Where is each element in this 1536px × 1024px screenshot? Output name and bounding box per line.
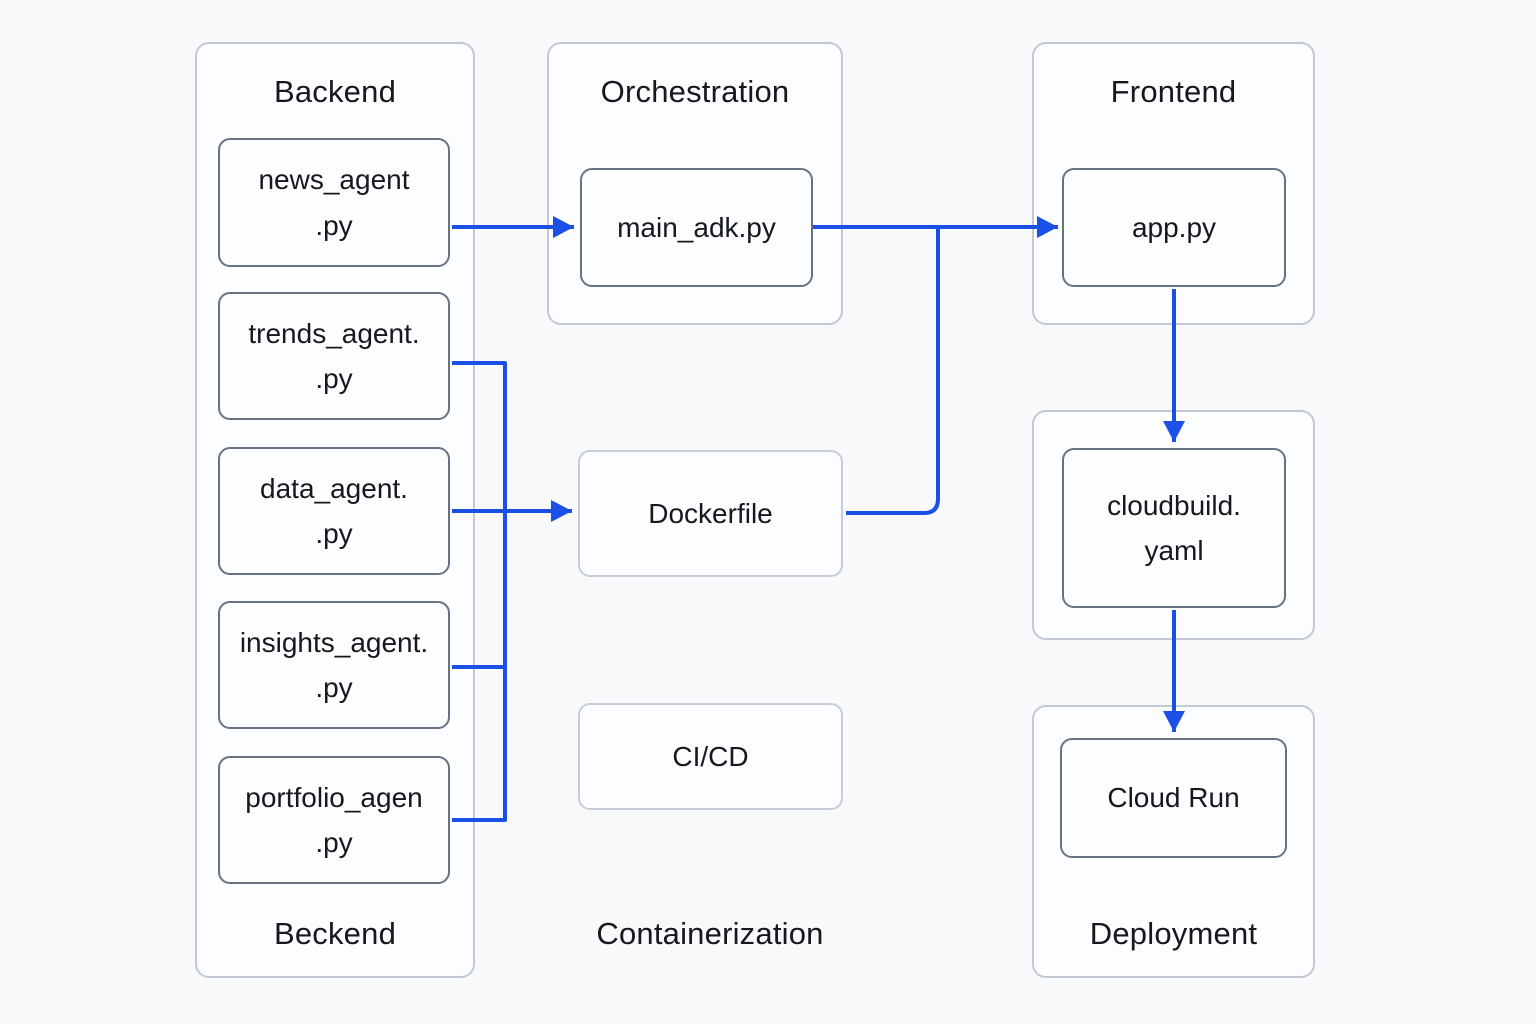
backend-top-label: Backend [273,74,397,109]
node-trends-agent: trends_agent. .py [218,292,450,420]
node-cicd: CI/CD [578,703,843,810]
deployment-label: Deployment [1089,916,1258,951]
backend-bottom-label: Beckend [273,916,397,951]
node-portfolio-agent: portfolio_agen .py [218,756,450,884]
edge-branch-to-dockerfile [846,227,940,515]
frontend-label: Frontend [1110,74,1237,109]
containerization-label: Containerization [596,916,824,951]
node-main-adk: main_adk.py [580,168,813,287]
node-data-agent: data_agent. .py [218,447,450,575]
node-app-py: app.py [1062,168,1286,287]
node-cloud-run: Cloud Run [1060,738,1287,858]
node-insights-agent: insights_agent. .py [218,601,450,729]
node-news-agent: news_agent .py [218,138,450,267]
node-cloudbuild-yaml: cloudbuild. yaml [1062,448,1286,608]
orchestration-label: Orchestration [600,74,790,109]
node-dockerfile: Dockerfile [578,450,843,577]
